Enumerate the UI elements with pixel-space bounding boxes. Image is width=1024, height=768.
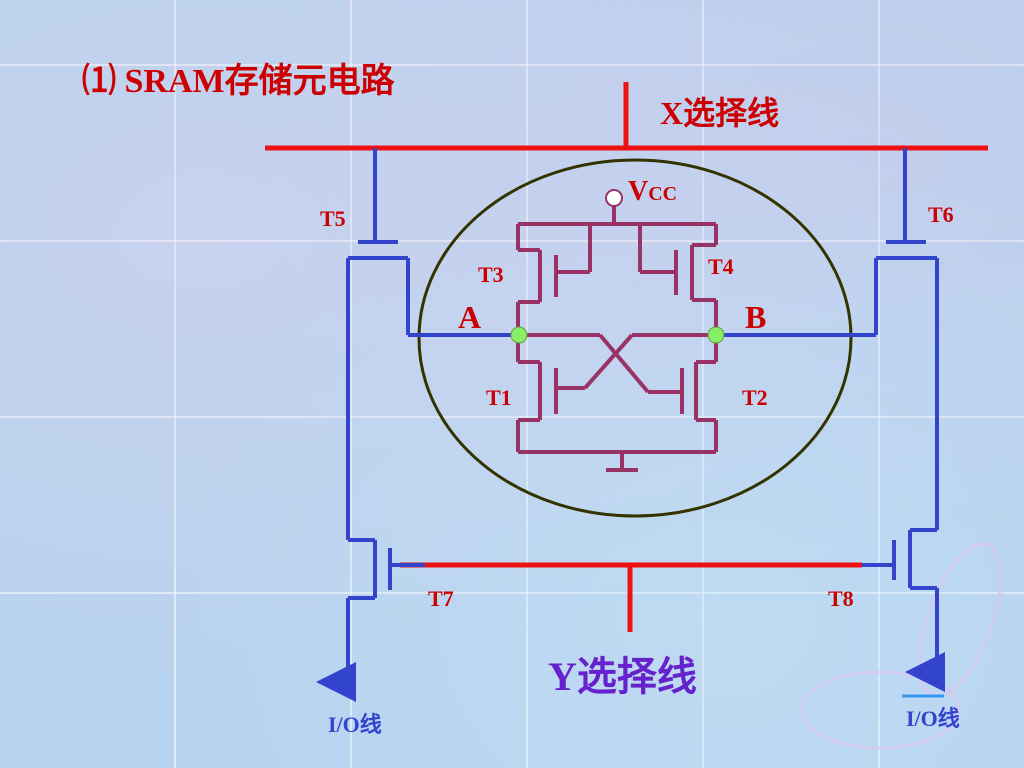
- transistor-t5: [346, 148, 520, 540]
- x-select-line: [265, 82, 988, 151]
- label-t4: T4: [708, 254, 734, 279]
- vcc-label-sub: CC: [648, 183, 677, 205]
- transistor-t7: [316, 538, 425, 702]
- label-t2: T2: [742, 385, 768, 410]
- vcc-terminal: [605, 189, 623, 207]
- x-select-line-label: X选择线: [660, 95, 779, 131]
- y-select-line: [400, 562, 862, 632]
- label-t5: T5: [320, 206, 346, 231]
- transistor-t8: [862, 528, 945, 692]
- node-b-dot: [707, 326, 725, 344]
- label-t6: T6: [928, 202, 954, 227]
- node-a-label: A: [458, 299, 481, 335]
- label-t1: T1: [486, 385, 512, 410]
- flip-flop-circuit: [516, 206, 718, 472]
- vcc-label: VCC: [628, 176, 677, 207]
- y-select-line-label: Y选择线: [548, 654, 697, 699]
- node-b-label: B: [745, 299, 766, 335]
- label-t8: T8: [828, 586, 854, 611]
- node-a-dot: [510, 326, 528, 344]
- io-right-label: I/O线: [906, 706, 960, 731]
- storage-cell-ellipse: [417, 158, 853, 518]
- vcc-label-main: V: [628, 176, 648, 207]
- io-left-label: I/O线: [328, 712, 382, 737]
- slide-title: ⑴ SRAM存储元电路: [82, 62, 396, 100]
- transistor-t6: [716, 148, 939, 530]
- label-t3: T3: [478, 262, 504, 287]
- label-t7: T7: [428, 586, 454, 611]
